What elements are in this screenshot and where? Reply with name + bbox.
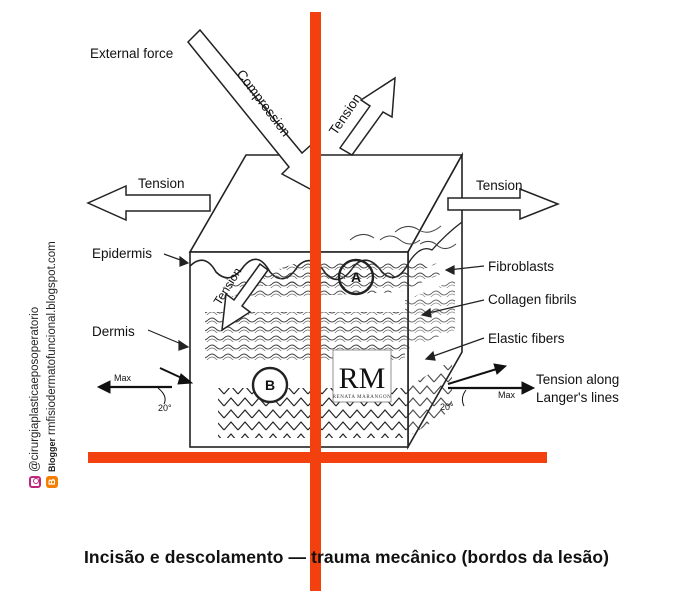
incision-line-horizontal: [88, 452, 547, 463]
incision-line-vertical: [310, 12, 321, 591]
instagram-row: @cirurgiaplasticaeposoperatorio: [26, 241, 43, 488]
marker-a-label: A: [351, 269, 361, 285]
label-max-left: Max: [114, 373, 132, 383]
label-external-force: External force: [90, 46, 173, 61]
blogger-icon: B: [45, 476, 58, 488]
max-arrows-left: [96, 367, 194, 405]
incision-lines: [88, 12, 547, 591]
max-arrows-right: [447, 363, 536, 407]
rm-logo: RM RENATA MARANGON: [332, 349, 392, 403]
marker-b-label: B: [265, 377, 275, 393]
label-dermis: Dermis: [92, 324, 135, 339]
tension-arrow-right: [447, 187, 561, 221]
marker-a: [337, 258, 375, 296]
label-tension-left: Tension: [138, 176, 185, 191]
label-max-right: Max: [498, 390, 516, 400]
instagram-handle: @cirurgiaplasticaeposoperatorio: [28, 306, 41, 472]
epidermis-side: [407, 221, 463, 265]
logo-initials: RM: [339, 362, 386, 395]
figure-caption: Incisão e descolamento — trauma mecânico…: [83, 547, 610, 567]
label-langers-lines: Langer's lines: [536, 390, 619, 405]
label-tension-right: Tension: [476, 178, 523, 193]
tension-arrow-left: [86, 184, 211, 222]
logo-name: RENATA MARANGON: [333, 395, 392, 400]
blog-url: rmfisiodermatofuncional.blogspot.com: [45, 241, 58, 435]
leader-lines: [147, 253, 485, 361]
social-credits: @cirurgiaplasticaeposoperatorio B Blogge…: [26, 241, 60, 488]
label-fibroblasts: Fibroblasts: [488, 259, 554, 274]
tension-arrow-inner: [221, 262, 270, 332]
instagram-icon: [28, 476, 41, 488]
label-epidermis: Epidermis: [92, 246, 152, 261]
label-deg-right: 20°: [440, 402, 454, 412]
label-collagen-fibrils: Collagen fibrils: [488, 292, 577, 307]
marker-b: [251, 366, 289, 404]
label-tension-along: Tension along: [536, 372, 619, 387]
blogger-word: Blogger: [46, 437, 57, 472]
blogger-row: B Blogger rmfisiodermatofuncional.blogsp…: [43, 241, 60, 488]
label-deg-left: 20°: [158, 403, 172, 413]
fibroblast-squiggles: [349, 225, 457, 250]
tension-arrow-top-right: [338, 76, 396, 156]
label-elastic-fibers: Elastic fibers: [488, 331, 565, 346]
